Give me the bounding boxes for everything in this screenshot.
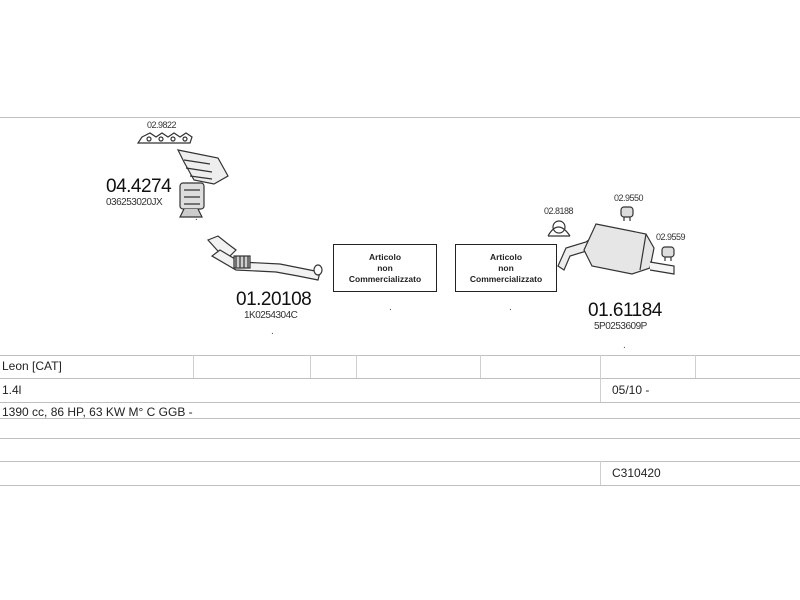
table-line (0, 355, 800, 356)
not-sold-line3: Commercializzato (469, 273, 543, 284)
diagram-code: C310420 (612, 466, 661, 480)
table-divider (356, 355, 357, 378)
dot-marker: . (389, 302, 392, 313)
dot-marker: . (271, 326, 274, 337)
rear-silencer-icon (557, 223, 675, 275)
table-divider (193, 355, 194, 378)
dot-marker: . (623, 340, 626, 351)
not-sold-line1: Articolo (368, 251, 402, 262)
not-sold-line1: Articolo (489, 251, 523, 262)
table-line (0, 402, 800, 403)
rear-silencer-part-number[interactable]: 01.61184 (588, 300, 662, 321)
mount-2-part-number[interactable]: 02.9559 (656, 232, 686, 242)
diagram-top-border (0, 117, 800, 118)
rear-silencer-oe-number: 5P0253609P (594, 321, 647, 332)
manifold-part-number[interactable]: 04.4274 (106, 176, 172, 197)
not-sold-line2: non (498, 262, 514, 273)
dot-marker: . (509, 302, 512, 313)
gasket-part-number[interactable]: 02.9822 (147, 120, 177, 130)
rubber-mount-2-icon (661, 246, 675, 261)
engine-size: 1.4l (2, 383, 22, 397)
not-sold-line3: Commercializzato (348, 273, 422, 284)
not-sold-line2: non (377, 262, 393, 273)
table-divider (600, 461, 601, 485)
table-line (0, 418, 800, 419)
table-line (0, 485, 800, 486)
engine-spec: 1390 cc, 86 HP, 63 KW M° C GGB - (2, 405, 193, 419)
table-divider (480, 355, 481, 378)
mount-1-part-number[interactable]: 02.9550 (614, 193, 644, 203)
not-sold-box-1: Articolo non Commercializzato (333, 244, 437, 292)
front-pipe-icon (206, 235, 323, 281)
table-divider (310, 355, 311, 378)
clamp-part-number[interactable]: 02.8188 (544, 206, 574, 216)
rubber-mount-1-icon (620, 206, 634, 221)
table-line (0, 438, 800, 439)
front-pipe-part-number[interactable]: 01.20108 (236, 289, 312, 310)
front-pipe-oe-number: 1K0254304C (244, 310, 298, 321)
production-date: 05/10 - (612, 383, 650, 397)
table-divider (695, 355, 696, 378)
manifold-catalyst-icon (176, 149, 229, 218)
clamp-icon (547, 220, 571, 237)
table-line (0, 378, 800, 379)
exhaust-drawing (136, 132, 675, 281)
table-line (0, 461, 800, 462)
dot-marker: . (195, 212, 198, 223)
vehicle-model: Leon [CAT] (2, 359, 62, 373)
manifold-oe-number: 036253020JX (106, 197, 163, 208)
gasket-icon (136, 132, 193, 144)
not-sold-box-2: Articolo non Commercializzato (455, 244, 557, 292)
table-divider (600, 355, 601, 402)
